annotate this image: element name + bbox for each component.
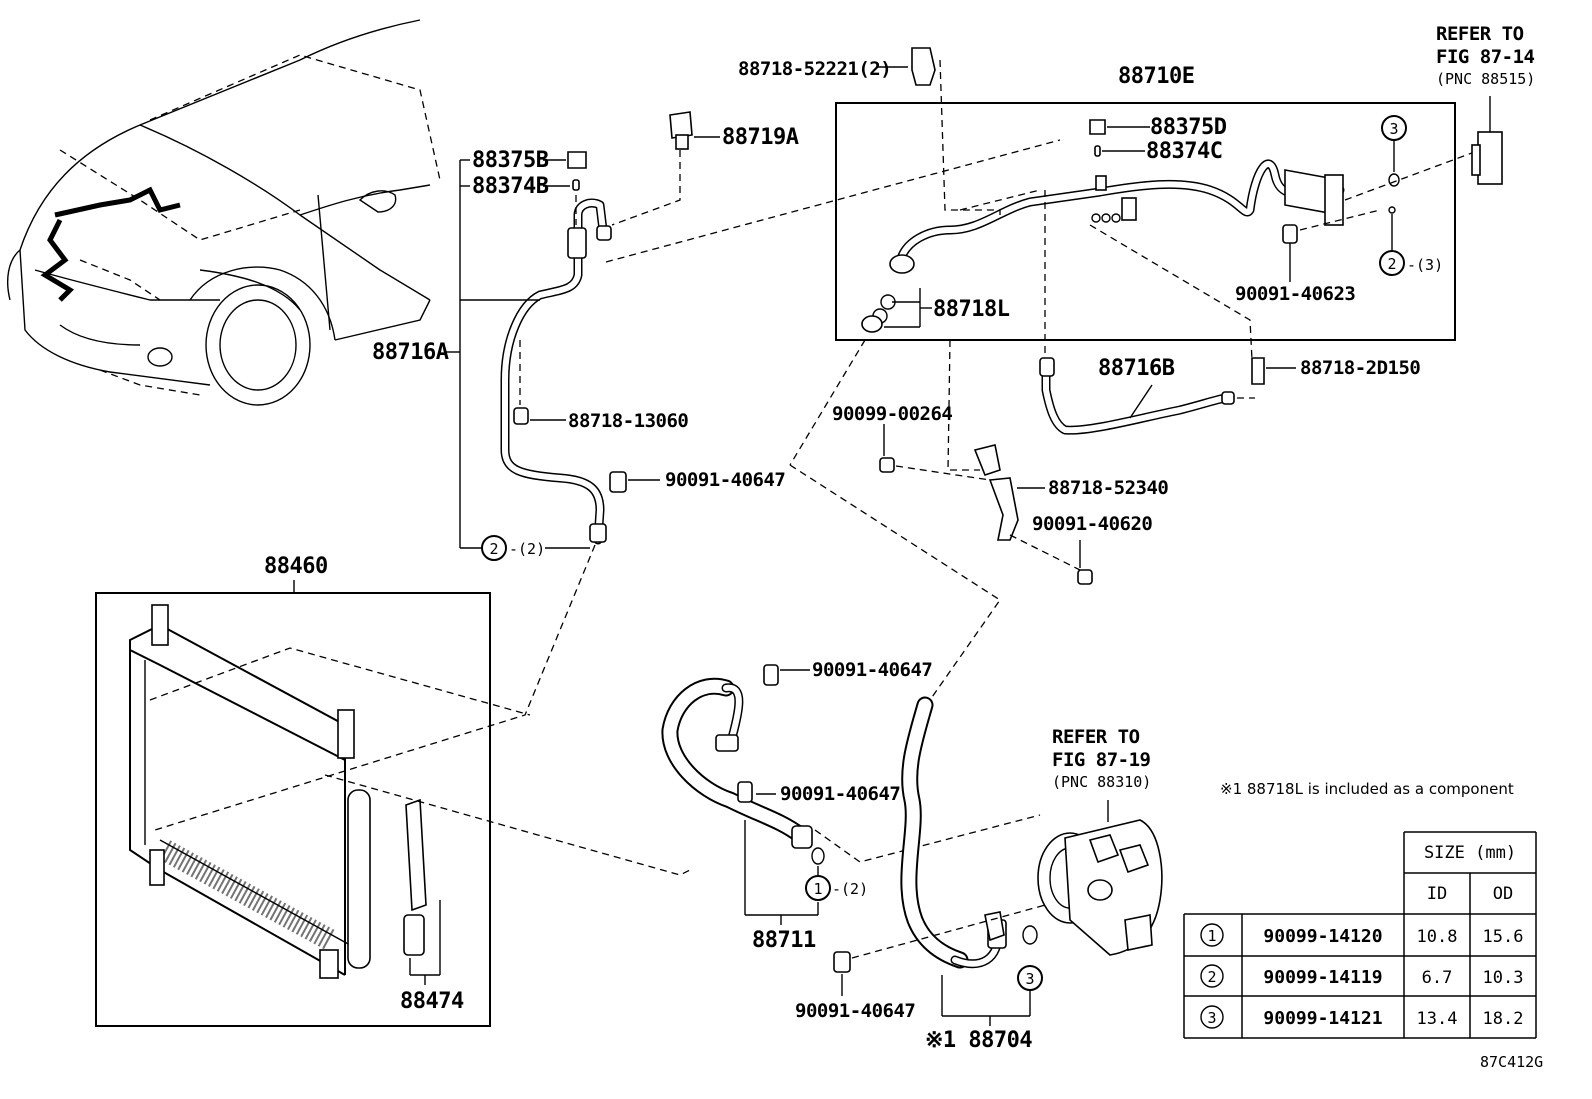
valve-core-88374B [572, 179, 580, 191]
label-90091-40623: 90091-40623 [1235, 283, 1355, 305]
line-88716A [500, 111, 693, 545]
clamp-88718-2D150 [1251, 357, 1265, 385]
label-90091-40620: 90091-40620 [1032, 513, 1152, 535]
fitting-block [567, 227, 587, 259]
table-id-3: 13.4 [1417, 1009, 1458, 1029]
bolt-90091-40647-a [609, 471, 627, 493]
table-part-1: 90099-14120 [1263, 926, 1382, 947]
group-box-88710E [835, 102, 1456, 341]
table-od-1: 15.6 [1483, 927, 1524, 947]
leaders-left [445, 136, 720, 549]
bolt-90091-40647-d [833, 951, 851, 973]
label-88375D: 88375D [1150, 115, 1227, 140]
table-row: 3 90099-14121 13.4 18.2 [1200, 1005, 1524, 1029]
table-row: 1 90099-14120 10.8 15.6 [1200, 923, 1524, 947]
expansion-valve [1471, 96, 1503, 185]
line-88716B [1039, 357, 1296, 435]
circle-ref-3-top: 3 [1381, 115, 1407, 141]
clip-88718-52221 [878, 47, 936, 86]
label-90091-40647-c: 90091-40647 [780, 783, 900, 805]
bolt-90099-00264 [879, 457, 895, 473]
svg-text:3: 3 [1389, 120, 1398, 138]
receiver-tank [347, 789, 371, 969]
hose-88711 [324, 664, 1041, 925]
label-88718-2D150: 88718-2D150 [1300, 357, 1420, 379]
circle-refs: 2 3 2 1 3 [481, 115, 1407, 991]
svg-text:2: 2 [1387, 255, 1396, 273]
label-circle1-qty: -(2) [832, 880, 868, 898]
circle-ref-3-bottom: 3 [1017, 965, 1043, 991]
sensor-88719A [669, 111, 693, 139]
table-od-2: 10.3 [1483, 968, 1524, 988]
cap-88375B [567, 151, 587, 169]
table-ref-1: 1 [1207, 927, 1216, 945]
table-part-3: 90099-14121 [1263, 1008, 1382, 1029]
table-id-2: 6.7 [1422, 968, 1453, 988]
refer-2-line3: (PNC 88310) [1052, 773, 1151, 791]
table-ref-2: 2 [1207, 968, 1216, 986]
refer-2-line2: FIG 87-19 [1052, 749, 1151, 771]
refer-2-line1: REFER TO [1052, 726, 1140, 748]
group-box-88460 [95, 592, 491, 1027]
compressor [1037, 800, 1163, 956]
table-row: 2 90099-14119 6.7 10.3 [1200, 964, 1524, 988]
label-88718-52221: 88718-52221(2) [738, 58, 891, 80]
svg-text:1: 1 [813, 880, 822, 898]
refer-1-line3: (PNC 88515) [1436, 70, 1535, 88]
core-88374C [1094, 145, 1101, 157]
hose-88704 [789, 339, 1101, 1026]
label-88716A: 88716A [372, 340, 449, 365]
table-od-3: 18.2 [1483, 1009, 1524, 1029]
label-90091-40647-d: 90091-40647 [795, 1000, 915, 1022]
clamp-88718-13060 [513, 407, 529, 425]
desiccant-88474 [405, 798, 427, 912]
footnote: ※1 88718L is included as a component [1220, 780, 1514, 798]
label-88474: 88474 [400, 989, 464, 1014]
table-ref-3: 3 [1207, 1009, 1216, 1027]
label-88374C: 88374C [1146, 139, 1222, 164]
table-part-2: 90099-14119 [1263, 967, 1382, 988]
label-circle2-qty: -(2) [509, 540, 545, 558]
part-labels: 88718-52221(2) 88719A 88375B 88374B 8871… [264, 23, 1543, 1071]
table-header-size: SIZE (mm) [1424, 843, 1516, 863]
refer-1-line1: REFER TO [1436, 23, 1524, 45]
label-90091-40647-a: 90091-40647 [665, 469, 785, 491]
vehicle-illustration [7, 19, 441, 406]
label-88719A: 88719A [722, 125, 799, 150]
label-88460: 88460 [264, 554, 328, 579]
label-88718L: 88718L [933, 297, 1010, 322]
label-88704: ※1 88704 [925, 1028, 1032, 1053]
size-table: SIZE (mm) ID OD 1 90099-14120 10.8 15.6 … [1183, 831, 1537, 1039]
group-88710E [835, 102, 1481, 361]
table-id-1: 10.8 [1417, 927, 1458, 947]
refer-1-line2: FIG 87-14 [1436, 46, 1535, 68]
label-90099-00264: 90099-00264 [832, 403, 952, 425]
circle-ref-2-left: 2 [481, 535, 507, 561]
routing-left [154, 139, 1061, 831]
figure-code: 87C412G [1480, 1053, 1543, 1071]
table-header-id: ID [1427, 884, 1447, 904]
label-88716B: 88716B [1098, 356, 1175, 381]
bracket-88718-52340 [879, 59, 1093, 585]
cap-88375D [1089, 119, 1106, 135]
bolt-90091-40623 [1282, 224, 1298, 244]
label-88374B: 88374B [472, 174, 549, 199]
table-header-od: OD [1493, 884, 1513, 904]
label-88710E: 88710E [1118, 64, 1194, 89]
label-circle2b-qty: -(3) [1407, 256, 1443, 274]
circle-ref-1: 1 [805, 875, 831, 901]
group-88460 [95, 580, 531, 1027]
bolt-90091-40647-c [737, 781, 753, 803]
svg-text:2: 2 [489, 540, 498, 558]
label-90091-40647-b: 90091-40647 [812, 659, 932, 681]
bolt-90091-40647-b [763, 664, 779, 686]
label-88718-13060: 88718-13060 [568, 410, 688, 432]
label-88375B: 88375B [472, 148, 549, 173]
label-88718-52340: 88718-52340 [1048, 477, 1168, 499]
label-88711: 88711 [752, 928, 816, 953]
bolt-90091-40620 [1077, 569, 1093, 585]
svg-text:3: 3 [1025, 970, 1034, 988]
circle-ref-2-right: 2 [1379, 250, 1405, 276]
